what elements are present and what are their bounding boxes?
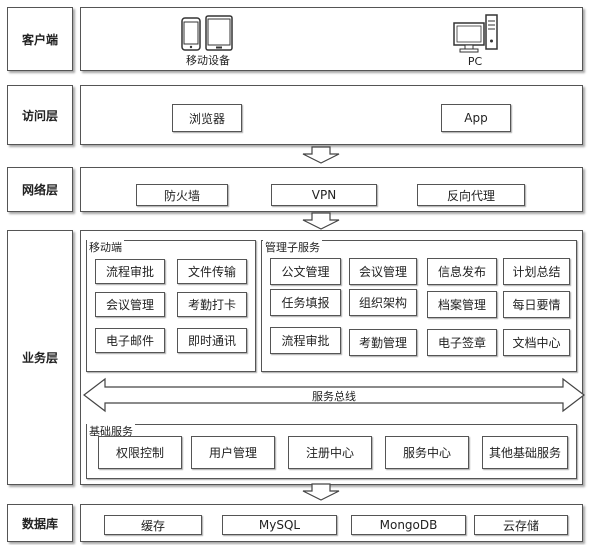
management-item: 每日要情	[503, 291, 570, 318]
firewall-node: 防火墙	[136, 184, 228, 206]
management-item: 任务填报	[270, 289, 341, 316]
management-item: 信息发布	[427, 258, 497, 285]
mobile-item: 文件传输	[177, 259, 247, 284]
management-item: 档案管理	[427, 291, 497, 318]
management-item: 计划总结	[503, 258, 570, 285]
browser-node: 浏览器	[172, 104, 242, 132]
layer-label-business	[7, 230, 73, 485]
layer-label-network	[7, 167, 73, 212]
mobile-item: 电子邮件	[95, 328, 165, 353]
layer-label-access-text: 访问层	[21, 108, 58, 123]
database-item: 云存储	[474, 515, 568, 535]
vpn-node: VPN	[271, 184, 377, 206]
layer-label-database-text: 数据库	[21, 516, 58, 531]
layer-label-access	[7, 85, 73, 145]
mobile-devices-label: 移动设备	[186, 54, 230, 67]
management-item: 公文管理	[270, 258, 341, 285]
base-service-item: 权限控制	[98, 436, 182, 469]
base-service-item: 注册中心	[288, 436, 372, 469]
layer-label-business-text: 业务层	[21, 351, 58, 365]
down-arrow-icon	[302, 146, 340, 164]
base-group-title: 基础服务	[87, 423, 135, 439]
database-item: MongoDB	[351, 515, 466, 535]
service-bus-label: 服务总线	[312, 390, 356, 403]
management-item: 文档中心	[503, 329, 570, 356]
mobile-item: 考勤打卡	[177, 292, 247, 317]
base-service-item: 其他基础服务	[482, 436, 568, 469]
desktop-computer-icon	[453, 14, 498, 53]
mobile-phone-icon	[181, 17, 201, 51]
layer-label-client	[7, 7, 73, 71]
management-group-title: 管理子服务	[263, 239, 322, 255]
mobile-group-title: 移动端	[87, 239, 124, 255]
mobile-item: 流程审批	[95, 259, 165, 284]
reverse-proxy-node: 反向代理	[417, 184, 525, 206]
down-arrow-icon	[302, 212, 340, 230]
management-item: 电子签章	[427, 329, 497, 356]
management-item: 流程审批	[270, 327, 341, 354]
pc-label: PC	[467, 55, 483, 68]
app-node: App	[441, 104, 511, 132]
management-item: 组织架构	[349, 289, 417, 316]
mobile-item: 即时通讯	[177, 328, 247, 353]
down-arrow-icon	[302, 483, 340, 501]
layer-label-client-text: 客户端	[21, 32, 58, 47]
base-service-item: 服务中心	[385, 436, 469, 469]
database-item: MySQL	[222, 515, 337, 535]
mobile-item: 会议管理	[95, 292, 165, 317]
layer-label-database	[7, 504, 73, 542]
management-item: 考勤管理	[349, 329, 417, 356]
database-item: 缓存	[104, 515, 202, 535]
management-item: 会议管理	[349, 258, 417, 285]
tablet-icon	[205, 15, 233, 51]
layer-label-network-text: 网络层	[21, 183, 58, 197]
base-service-item: 用户管理	[191, 436, 275, 469]
client-layer-panel	[80, 7, 583, 71]
service-bus-arrow-icon	[83, 377, 585, 413]
